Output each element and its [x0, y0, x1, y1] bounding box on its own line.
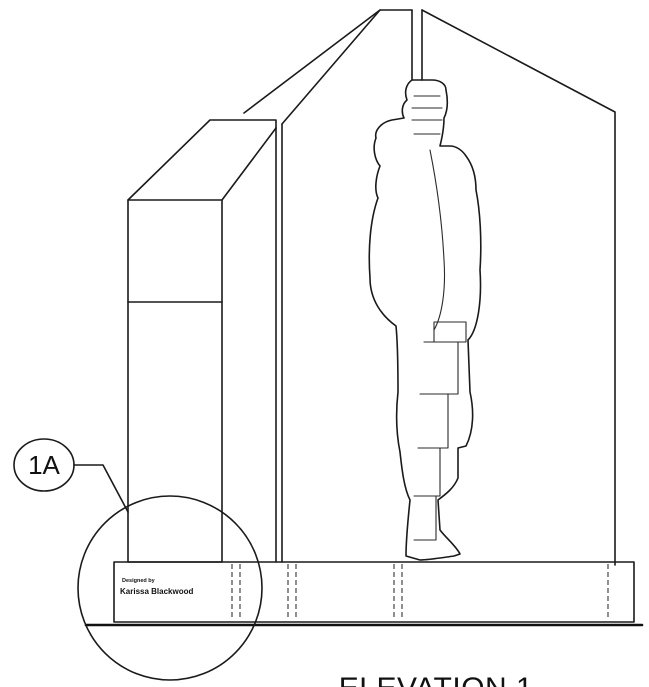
back-wall: [243, 9, 616, 566]
plaque-line-2: Karissa Blackwood: [120, 587, 193, 596]
elevation-title: ELEVATION 1: [339, 672, 533, 687]
callout-label: 1A: [28, 450, 60, 480]
base-plinth: [113, 561, 635, 623]
plaque-line-1: Designed by: [122, 578, 156, 584]
designer-plaque: Designed by Karissa Blackwood: [120, 578, 193, 596]
callout-bubble: [13, 438, 75, 492]
figure-silhouette: [368, 79, 482, 561]
detail-circle: [77, 495, 263, 681]
detail-callout: 1A: [13, 438, 129, 513]
front-pillar: [127, 119, 277, 563]
